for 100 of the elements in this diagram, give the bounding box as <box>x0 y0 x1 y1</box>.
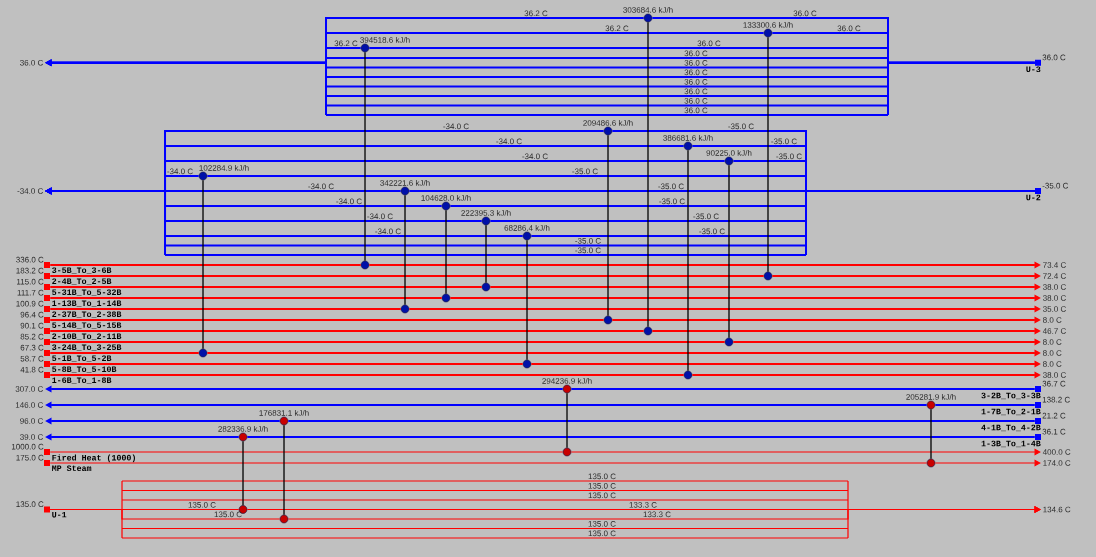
stream-line <box>287 506 1041 520</box>
duty-label: 282336.9 kJ/h <box>218 425 268 432</box>
duty-label: 222395.3 kJ/h <box>461 209 511 216</box>
stream-name: 5-1B_To_5-2B <box>52 355 112 362</box>
stream-line <box>246 436 1036 438</box>
stream-line <box>49 275 765 277</box>
stream-line <box>49 297 443 299</box>
temperature-label: 8.0 C <box>1043 350 1062 356</box>
stream-name: 5-31B_To_5-32B <box>52 289 122 296</box>
temperature-label: -34.0 C <box>336 198 362 205</box>
stream-name: 5-8B_To_5-10B <box>52 366 117 373</box>
temperature-label: -34.0 C <box>167 168 193 175</box>
temperature-label: 36.0 C <box>684 88 708 95</box>
temperature-label: -35.0 C <box>572 168 598 175</box>
temperature-label: 175.0 C <box>16 454 44 461</box>
temperature-label: 36.2 C <box>605 25 629 32</box>
temperature-label: 36.1 C <box>1042 428 1066 435</box>
match-line <box>728 164 730 339</box>
match-line <box>687 149 689 372</box>
temperature-label: -35.0 C <box>575 247 601 254</box>
stream-line <box>49 319 605 321</box>
duty-label: 209486.6 kJ/h <box>583 119 633 126</box>
temperature-label: 36.0 C <box>837 25 861 32</box>
stream-name: 2-10B_To_2-11B <box>52 333 122 340</box>
temperature-label: 36.0 C <box>684 79 708 85</box>
temperature-label: 135.0 C <box>214 511 242 518</box>
temperature-label: -35.0 C <box>575 238 601 244</box>
duty-label: 294236.9 kJ/h <box>542 377 592 384</box>
temperature-label: 36.0 C <box>684 69 708 76</box>
match-line <box>526 239 528 361</box>
stream-name: 1-13B_To_1-14B <box>52 300 122 307</box>
duty-label: 102284.9 kJ/h <box>199 164 249 171</box>
temperature-label: -35.0 C <box>728 123 754 130</box>
temperature-label: -35.0 C <box>658 183 684 190</box>
temperature-label: 8.0 C <box>1043 317 1062 323</box>
temperature-label: 183.2 C <box>16 267 44 274</box>
temperature-label: -35.0 C <box>659 198 685 205</box>
temperature-label: 38.0 C <box>1043 372 1066 378</box>
match-line <box>364 51 366 262</box>
temperature-label: 36.2 C <box>334 40 358 47</box>
temperature-label: 36.0 C <box>697 40 721 47</box>
match-line <box>930 408 932 460</box>
temperature-label: 58.7 C <box>20 355 44 362</box>
temperature-label: -35.0 C <box>1042 182 1069 189</box>
temperature-label: -34.0 C <box>17 188 43 194</box>
temperature-label: 72.4 C <box>1043 273 1066 279</box>
temperature-label: -35.0 C <box>693 213 719 220</box>
temperature-label: 85.2 C <box>20 333 44 340</box>
stream-line <box>49 374 685 376</box>
temperature-label: 135.0 C <box>588 530 616 537</box>
temperature-label: 36.0 C <box>684 98 708 104</box>
temperature-label: 8.0 C <box>1043 361 1062 367</box>
temperature-label: 36.0 C <box>684 107 708 114</box>
temperature-label: 1000.0 C <box>11 443 44 450</box>
duty-label: 68286.4 kJ/h <box>504 224 550 231</box>
duty-label: 303684.6 kJ/h <box>623 6 673 13</box>
temperature-label: 36.0 C <box>684 50 708 57</box>
temperature-label: 73.4 C <box>1043 262 1066 268</box>
temperature-label: -35.0 C <box>771 138 797 145</box>
stream-line <box>570 448 1041 456</box>
temperature-label: 36.0 C <box>684 60 708 66</box>
duty-label: 133300.6 kJ/h <box>743 21 793 28</box>
temperature-label: -34.0 C <box>375 228 401 235</box>
stream-line <box>570 388 1036 390</box>
temperature-label: 96.0 C <box>20 418 43 424</box>
temperature-label: 135.0 C <box>588 473 616 480</box>
match-line <box>485 224 487 284</box>
temperature-label: 135.0 C <box>588 492 616 499</box>
temperature-label: 36.2 C <box>524 10 548 17</box>
temperature-label: -34.0 C <box>522 153 548 160</box>
temperature-label: 174.0 C <box>1043 460 1071 466</box>
temperature-label: 115.0 C <box>17 278 44 285</box>
temperature-label: -34.0 C <box>496 138 522 145</box>
duty-label: 205281.9 kJ/h <box>906 393 956 400</box>
stream-name: MP Steam <box>52 465 92 471</box>
temperature-label: 36.0 C <box>1042 54 1066 61</box>
stream-name: 4-1B_To_4-2B <box>981 424 1041 432</box>
stream-line <box>287 420 1036 422</box>
temperature-label: -34.0 C <box>308 183 334 190</box>
stream-name: 2-37B_To_2-38B <box>52 311 122 318</box>
temperature-label: 135.0 C <box>588 521 616 527</box>
stream-name: U-2 <box>1026 194 1041 201</box>
match-line <box>242 440 244 506</box>
temperature-label: 36.0 C <box>20 59 43 66</box>
stream-name: 5-14B_To_5-15B <box>52 322 122 329</box>
temperature-label: 36.7 C <box>1042 380 1066 387</box>
temperature-label: 38.0 C <box>1043 284 1066 290</box>
temperature-label: 307.0 C <box>15 386 43 392</box>
stream-name: U-3 <box>1026 66 1041 73</box>
stream-line <box>49 330 645 332</box>
temperature-label: 138.2 C <box>1042 396 1070 403</box>
temperature-label: -35.0 C <box>699 228 725 235</box>
stream-line <box>49 363 524 365</box>
match-line <box>566 392 568 449</box>
match-line <box>647 21 649 328</box>
stream-line <box>49 264 362 266</box>
match-line <box>445 209 447 295</box>
stream-name: 2-4B_To_2-5B <box>52 278 112 285</box>
stream-line <box>934 404 1036 406</box>
match-line <box>404 194 406 306</box>
